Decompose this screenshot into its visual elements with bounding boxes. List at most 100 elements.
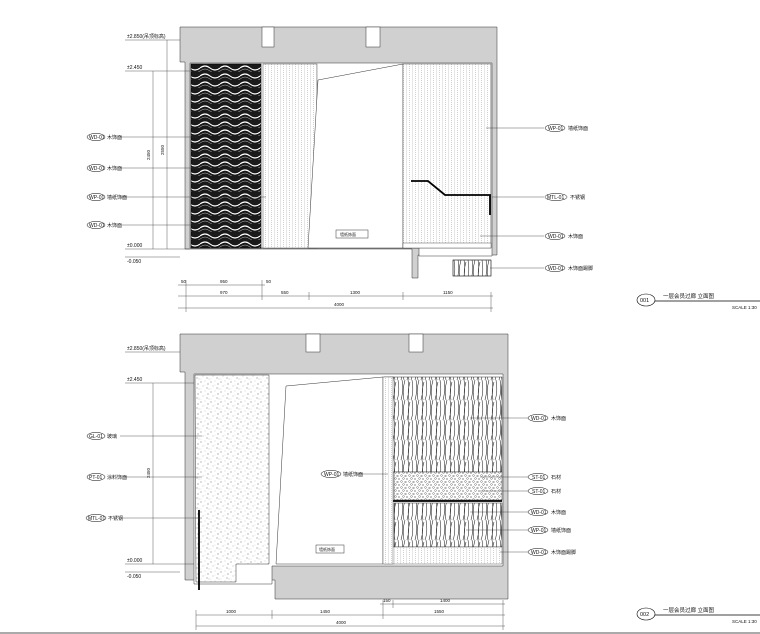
elevation-002: 墙纸饰面 ±2.850(吊顶标高) ±2.450 ±0.000 -0.050 2… [85, 333, 576, 630]
svg-text:木饰面: 木饰面 [107, 222, 122, 229]
material-tag[interactable]: WD-01 木饰面 [86, 221, 198, 229]
svg-text:WP-01: WP-01 [548, 126, 564, 132]
skirting [402, 242, 492, 249]
svg-text:MTL-01: MTL-01 [547, 195, 564, 201]
material-tag[interactable]: WD-01 木饰面 [86, 133, 198, 141]
tags-right: WP-01 墙纸饰面 MTL-01 不锈钢 WD-01 木饰面 WD-01 木饰… [480, 124, 593, 272]
svg-text:50: 50 [181, 279, 187, 284]
svg-text:WP-01: WP-01 [89, 195, 105, 201]
svg-text:玻璃: 玻璃 [107, 433, 117, 440]
svg-text:WD-01: WD-01 [531, 550, 547, 556]
material-tag[interactable]: PT-01 涂料饰面 [86, 473, 202, 481]
title-block-001: 001 一层会员过廊 立面图 SCALE 1:30 [636, 292, 760, 310]
tags-left: GL-01 玻璃 PT-01 涂料饰面 MTL-01 不锈钢 [85, 432, 202, 522]
svg-text:WD-01: WD-01 [531, 510, 547, 516]
svg-text:GL-01: GL-01 [89, 434, 103, 440]
title-text: 一层会员过廊 立面图 [663, 292, 715, 300]
svg-text:550: 550 [281, 290, 289, 295]
svg-text:石材: 石材 [551, 488, 561, 495]
wood-panel-lower [393, 502, 503, 548]
height-dim-value: 2450 [146, 149, 151, 160]
svg-text:PT-01: PT-01 [89, 475, 103, 481]
material-tag[interactable]: WD-01 木饰面踢脚 [500, 548, 576, 556]
svg-text:4000: 4000 [336, 620, 347, 625]
svg-text:木饰面: 木饰面 [551, 415, 566, 422]
material-tag[interactable]: MTL-01 不锈钢 [85, 514, 202, 522]
svg-text:1550: 1550 [434, 609, 445, 614]
material-tag[interactable]: WD-01 木饰面 [470, 508, 566, 516]
skirting [383, 546, 503, 565]
svg-text:1300: 1300 [350, 290, 361, 295]
level-label: ±2.850(吊顶标高) [127, 33, 166, 40]
svg-text:不锈钢: 不锈钢 [108, 515, 123, 522]
svg-text:1450: 1450 [320, 609, 331, 614]
svg-text:150: 150 [383, 598, 391, 603]
handrail [411, 180, 491, 215]
center-label: 墙纸饰面 [319, 546, 335, 552]
opening-area [307, 63, 404, 249]
level-markers: ±2.850(吊顶标高) ±2.450 ±0.000 -0.050 [125, 345, 194, 580]
ceiling-notch [365, 26, 381, 48]
level-label: ±2.450 [127, 377, 142, 383]
svg-text:不锈钢: 不锈钢 [570, 194, 585, 201]
center-label-box [335, 229, 369, 239]
height-dim-value: 2450 [146, 467, 151, 478]
material-tag[interactable]: WD-01 木饰面 [480, 232, 583, 240]
svg-text:ST-01: ST-01 [532, 489, 546, 495]
material-tag[interactable]: WD-01 木饰面踢脚 [490, 264, 593, 272]
svg-text:木饰面: 木饰面 [107, 134, 122, 141]
material-tag[interactable]: WP-01 墙纸饰面 [466, 526, 571, 534]
material-tag[interactable]: WD-01 木饰面 [470, 414, 566, 422]
wallpaper-panel-left [262, 63, 318, 249]
svg-text:50: 50 [266, 279, 272, 284]
svg-text:ST-01: ST-01 [532, 475, 546, 481]
ceiling-notch [261, 26, 275, 48]
svg-text:1150: 1150 [443, 290, 453, 295]
level-label: -0.050 [127, 259, 141, 265]
level-markers: ±2.850(吊顶标高) ±2.450 ±0.000 -0.050 [125, 33, 190, 265]
svg-text:石材: 石材 [551, 474, 561, 481]
svg-text:WD-01: WD-01 [548, 234, 564, 240]
level-label: ±0.000 [127, 558, 142, 564]
ceiling-notch [305, 333, 321, 353]
svg-text:墙纸饰面: 墙纸饰面 [107, 194, 127, 201]
material-tag-center[interactable]: WP-01 墙纸饰面 [320, 470, 388, 478]
svg-text:墙纸饰面: 墙纸饰面 [568, 125, 588, 132]
height-dim-value: 2550 [160, 144, 165, 155]
material-tag[interactable]: MTL-01 不锈钢 [492, 193, 585, 201]
svg-text:木饰面踢脚: 木饰面踢脚 [551, 549, 576, 556]
svg-text:WD-01: WD-01 [531, 416, 547, 422]
svg-text:WP-01: WP-01 [324, 472, 340, 478]
material-tag[interactable]: WD-01 木饰面 [86, 164, 198, 172]
svg-text:墙纸饰面: 墙纸饰面 [551, 527, 571, 534]
material-tag[interactable]: WP-01 墙纸饰面 [486, 124, 588, 132]
svg-text:950: 950 [220, 279, 228, 284]
svg-text:WD-01: WD-01 [89, 223, 105, 229]
svg-text:WD-01: WD-01 [89, 166, 105, 172]
bottom-stone [452, 259, 492, 277]
svg-text:木饰面: 木饰面 [551, 509, 566, 516]
material-tag[interactable]: GL-01 玻璃 [86, 432, 202, 440]
title-text: 一层会员过廊 立面图 [663, 606, 715, 614]
tags-left: WD-01 木饰面 WD-01 木饰面 WP-01 墙纸饰面 WD-01 木饰面 [86, 133, 266, 229]
level-label: -0.050 [127, 574, 141, 580]
material-tag[interactable]: ST-01 石材 [480, 473, 561, 481]
level-label: ±2.450 [127, 65, 142, 71]
svg-text:MTL-01: MTL-01 [88, 516, 105, 522]
svg-text:WD-01: WD-01 [89, 135, 105, 141]
svg-text:木饰面踢脚: 木饰面踢脚 [568, 265, 593, 272]
elevation-001: 墙纸饰面 ±2.850(吊顶标高) ±2.450 ±0.000 -0.050 2… [86, 26, 593, 312]
material-tag[interactable]: ST-01 石材 [480, 487, 561, 495]
material-tag[interactable]: WP-01 墙纸饰面 [86, 193, 266, 201]
stone-panel-left [194, 374, 270, 583]
center-label: 墙纸饰面 [340, 231, 356, 237]
dimension-lines: 50 950 50 970 550 1300 1150 4000 [178, 279, 493, 312]
scale-text: SCALE 1:30 [732, 305, 757, 310]
svg-text:1400: 1400 [440, 598, 451, 603]
scale-text: SCALE 1:30 [732, 619, 757, 624]
wallpaper-panel-right [402, 63, 492, 249]
wallpaper-strip [382, 376, 394, 565]
title-block-002: 002 一层会员过廊 立面图 SCALE 1:30 [636, 606, 760, 624]
svg-text:木饰面: 木饰面 [568, 233, 583, 240]
